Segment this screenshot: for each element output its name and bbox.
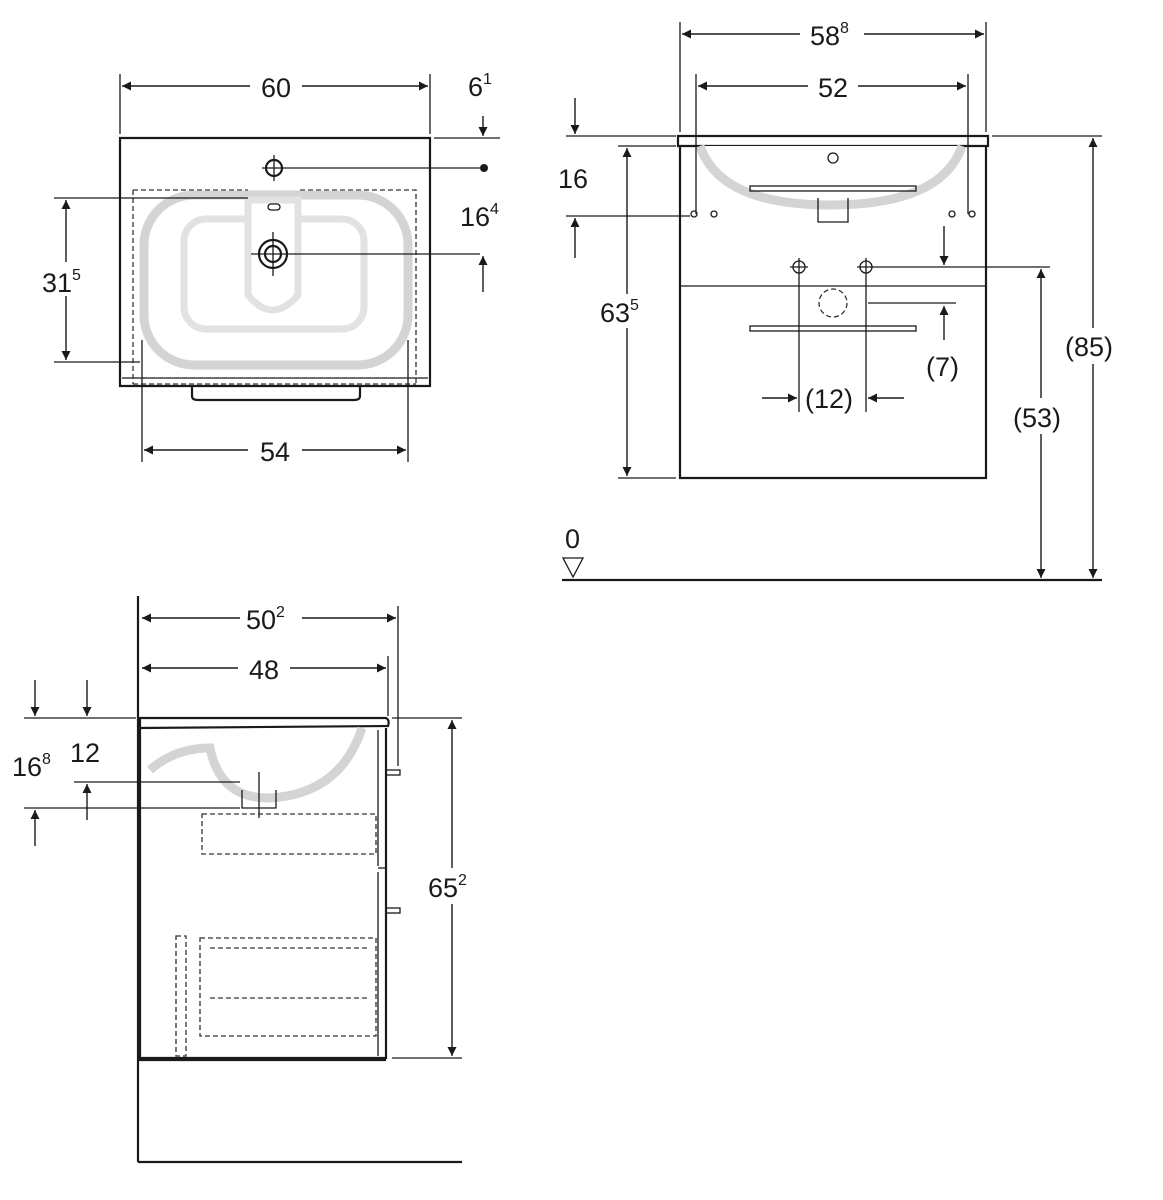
label-height-65-2: 652 — [428, 872, 467, 903]
front-view-overflow-icon — [827, 152, 839, 164]
side-view-drawer-lower-dashed — [175, 935, 377, 1057]
top-view-handle — [190, 386, 362, 402]
side-view-drawer-upper-dashed — [201, 813, 377, 855]
side-view-bowl — [147, 726, 367, 803]
front-view-supply-right-icon — [857, 260, 1050, 274]
floor-level-icon — [561, 557, 585, 579]
top-view-tap-dot — [480, 164, 488, 172]
top-view-basin-outline — [118, 136, 432, 388]
label-offset-6-1: 61 — [468, 71, 492, 102]
side-view: 502 48 168 12 652 — [12, 596, 484, 1164]
front-view-handle-top — [749, 185, 917, 192]
label-depth-31-5: 315 — [42, 267, 81, 298]
front-view: 588 52 16 635 (7) (12) — [558, 18, 1124, 582]
side-view-top-slab — [138, 716, 390, 730]
front-view-handle-bottom — [749, 325, 917, 332]
top-view-overflow-icon — [267, 203, 281, 211]
label-cabinet-63-5: 635 — [600, 297, 639, 328]
label-waste-12: 12 — [70, 738, 100, 768]
front-view-cabinet — [678, 146, 988, 480]
label-floor-0: 0 — [565, 524, 580, 554]
front-view-bracket-icon — [690, 210, 698, 218]
label-drawer-7: (7) — [926, 352, 959, 382]
label-cabinet-54: 54 — [260, 437, 290, 467]
label-width-60: 60 — [261, 73, 291, 103]
label-total-85: (85) — [1065, 332, 1113, 362]
label-bowl-16: 16 — [558, 164, 588, 194]
side-view-handle-bottom — [385, 907, 401, 914]
side-view-handle-top — [385, 769, 401, 776]
label-width-52: 52 — [818, 73, 848, 103]
top-view: 60 61 164 315 54 — [40, 70, 500, 467]
label-supply-53: (53) — [1013, 403, 1061, 433]
top-view-cabinet-dashed — [132, 189, 417, 385]
label-siphon-16-8: 168 — [12, 751, 51, 782]
front-view-top-slab — [676, 134, 990, 148]
side-view-cabinet — [138, 728, 388, 1060]
label-depth-48: 48 — [249, 655, 279, 685]
front-view-bowl — [695, 144, 967, 210]
label-width-58-8: 588 — [810, 20, 849, 51]
front-view-siphon-icon — [818, 288, 848, 318]
label-spacing-12: (12) — [805, 384, 853, 414]
front-view-waste — [817, 198, 849, 223]
label-tap-drain-16-4: 164 — [460, 201, 499, 232]
label-depth-50-2: 502 — [246, 604, 285, 635]
